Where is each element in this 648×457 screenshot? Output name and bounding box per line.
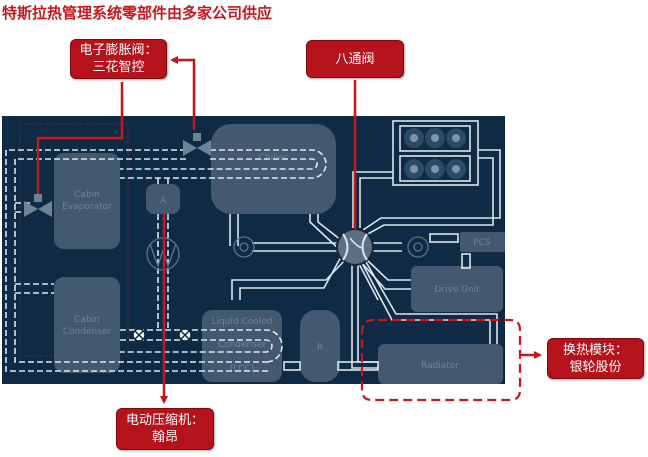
octovalve-icon: [336, 228, 374, 266]
receiver-block: [300, 310, 340, 382]
octovalve-callout: 八通阀: [306, 40, 404, 78]
drive-unit-block: [411, 266, 503, 312]
heat-exchange-callout: 换热模块： 银轮股份: [547, 338, 644, 379]
octovalve-callout-line1: 八通阀: [335, 51, 375, 67]
shutoff-valve-icon: [132, 328, 192, 342]
accumulator-label: A: [160, 196, 167, 206]
compressor-callout: 电动压缩机： 翰昂: [116, 408, 214, 450]
pcs-block: [460, 232, 505, 252]
accumulator-block: [146, 184, 180, 214]
cabin-condenser-label-1: Cabin: [74, 315, 100, 325]
cabin-evaporator-block: [54, 153, 120, 249]
heat-exchange-callout-line2: 银轮股份: [569, 359, 622, 375]
expansion-valve-leader: [36, 82, 124, 194]
expansion-valve-callout-line1: 电子膨胀阀：: [79, 43, 158, 58]
expansion-valve-icon: [24, 133, 211, 217]
refrigerant-loop: [5, 149, 327, 372]
drive-unit-label: Drive Unit: [434, 285, 480, 295]
lcc-label-1: Liquid Cooled: [211, 317, 272, 327]
radiator-block: [378, 344, 503, 384]
components: [54, 124, 505, 384]
cabin-condenser-label-2: Condenser: [63, 327, 112, 337]
cabin-condenser-block: [54, 277, 120, 373]
page-title: 特斯拉热管理系统零部件由多家公司供应: [2, 4, 273, 22]
cabin-evaporator-label-2: Evaporator: [62, 202, 112, 212]
cabin-evaporator-label-1: Cabin: [74, 190, 100, 200]
expansion-valve-callout-line2: 三花智控: [92, 60, 145, 75]
lcc-label-3: (LCC): [230, 364, 255, 374]
pump-icon: [233, 236, 429, 258]
expansion-valve-callout: 电子膨胀阀： 三花智控: [70, 39, 167, 79]
callout-leaders: [36, 56, 542, 404]
heat-exchange-callout-line1: 换热模块：: [562, 342, 628, 358]
compressor-callout-line1: 电动压缩机：: [125, 413, 204, 428]
battery-cells-icon: [404, 128, 466, 179]
expansion-valve-leader-2: [170, 56, 196, 130]
heat-exchange-boundary: [360, 318, 522, 402]
radiator-label: Radiator: [421, 361, 459, 371]
receiver-label: R: [317, 343, 323, 353]
lcc-block: [202, 310, 282, 382]
compressor-callout-line2: 翰昂: [151, 430, 178, 445]
pcs-label: PCS: [473, 238, 491, 248]
component-labels: Chiller Cabin Evaporator Cabin Condenser…: [62, 153, 491, 374]
coolant-loop: [229, 120, 501, 371]
chiller-label: Chiller: [259, 153, 288, 163]
lcc-label-2: Condenser: [218, 340, 267, 350]
